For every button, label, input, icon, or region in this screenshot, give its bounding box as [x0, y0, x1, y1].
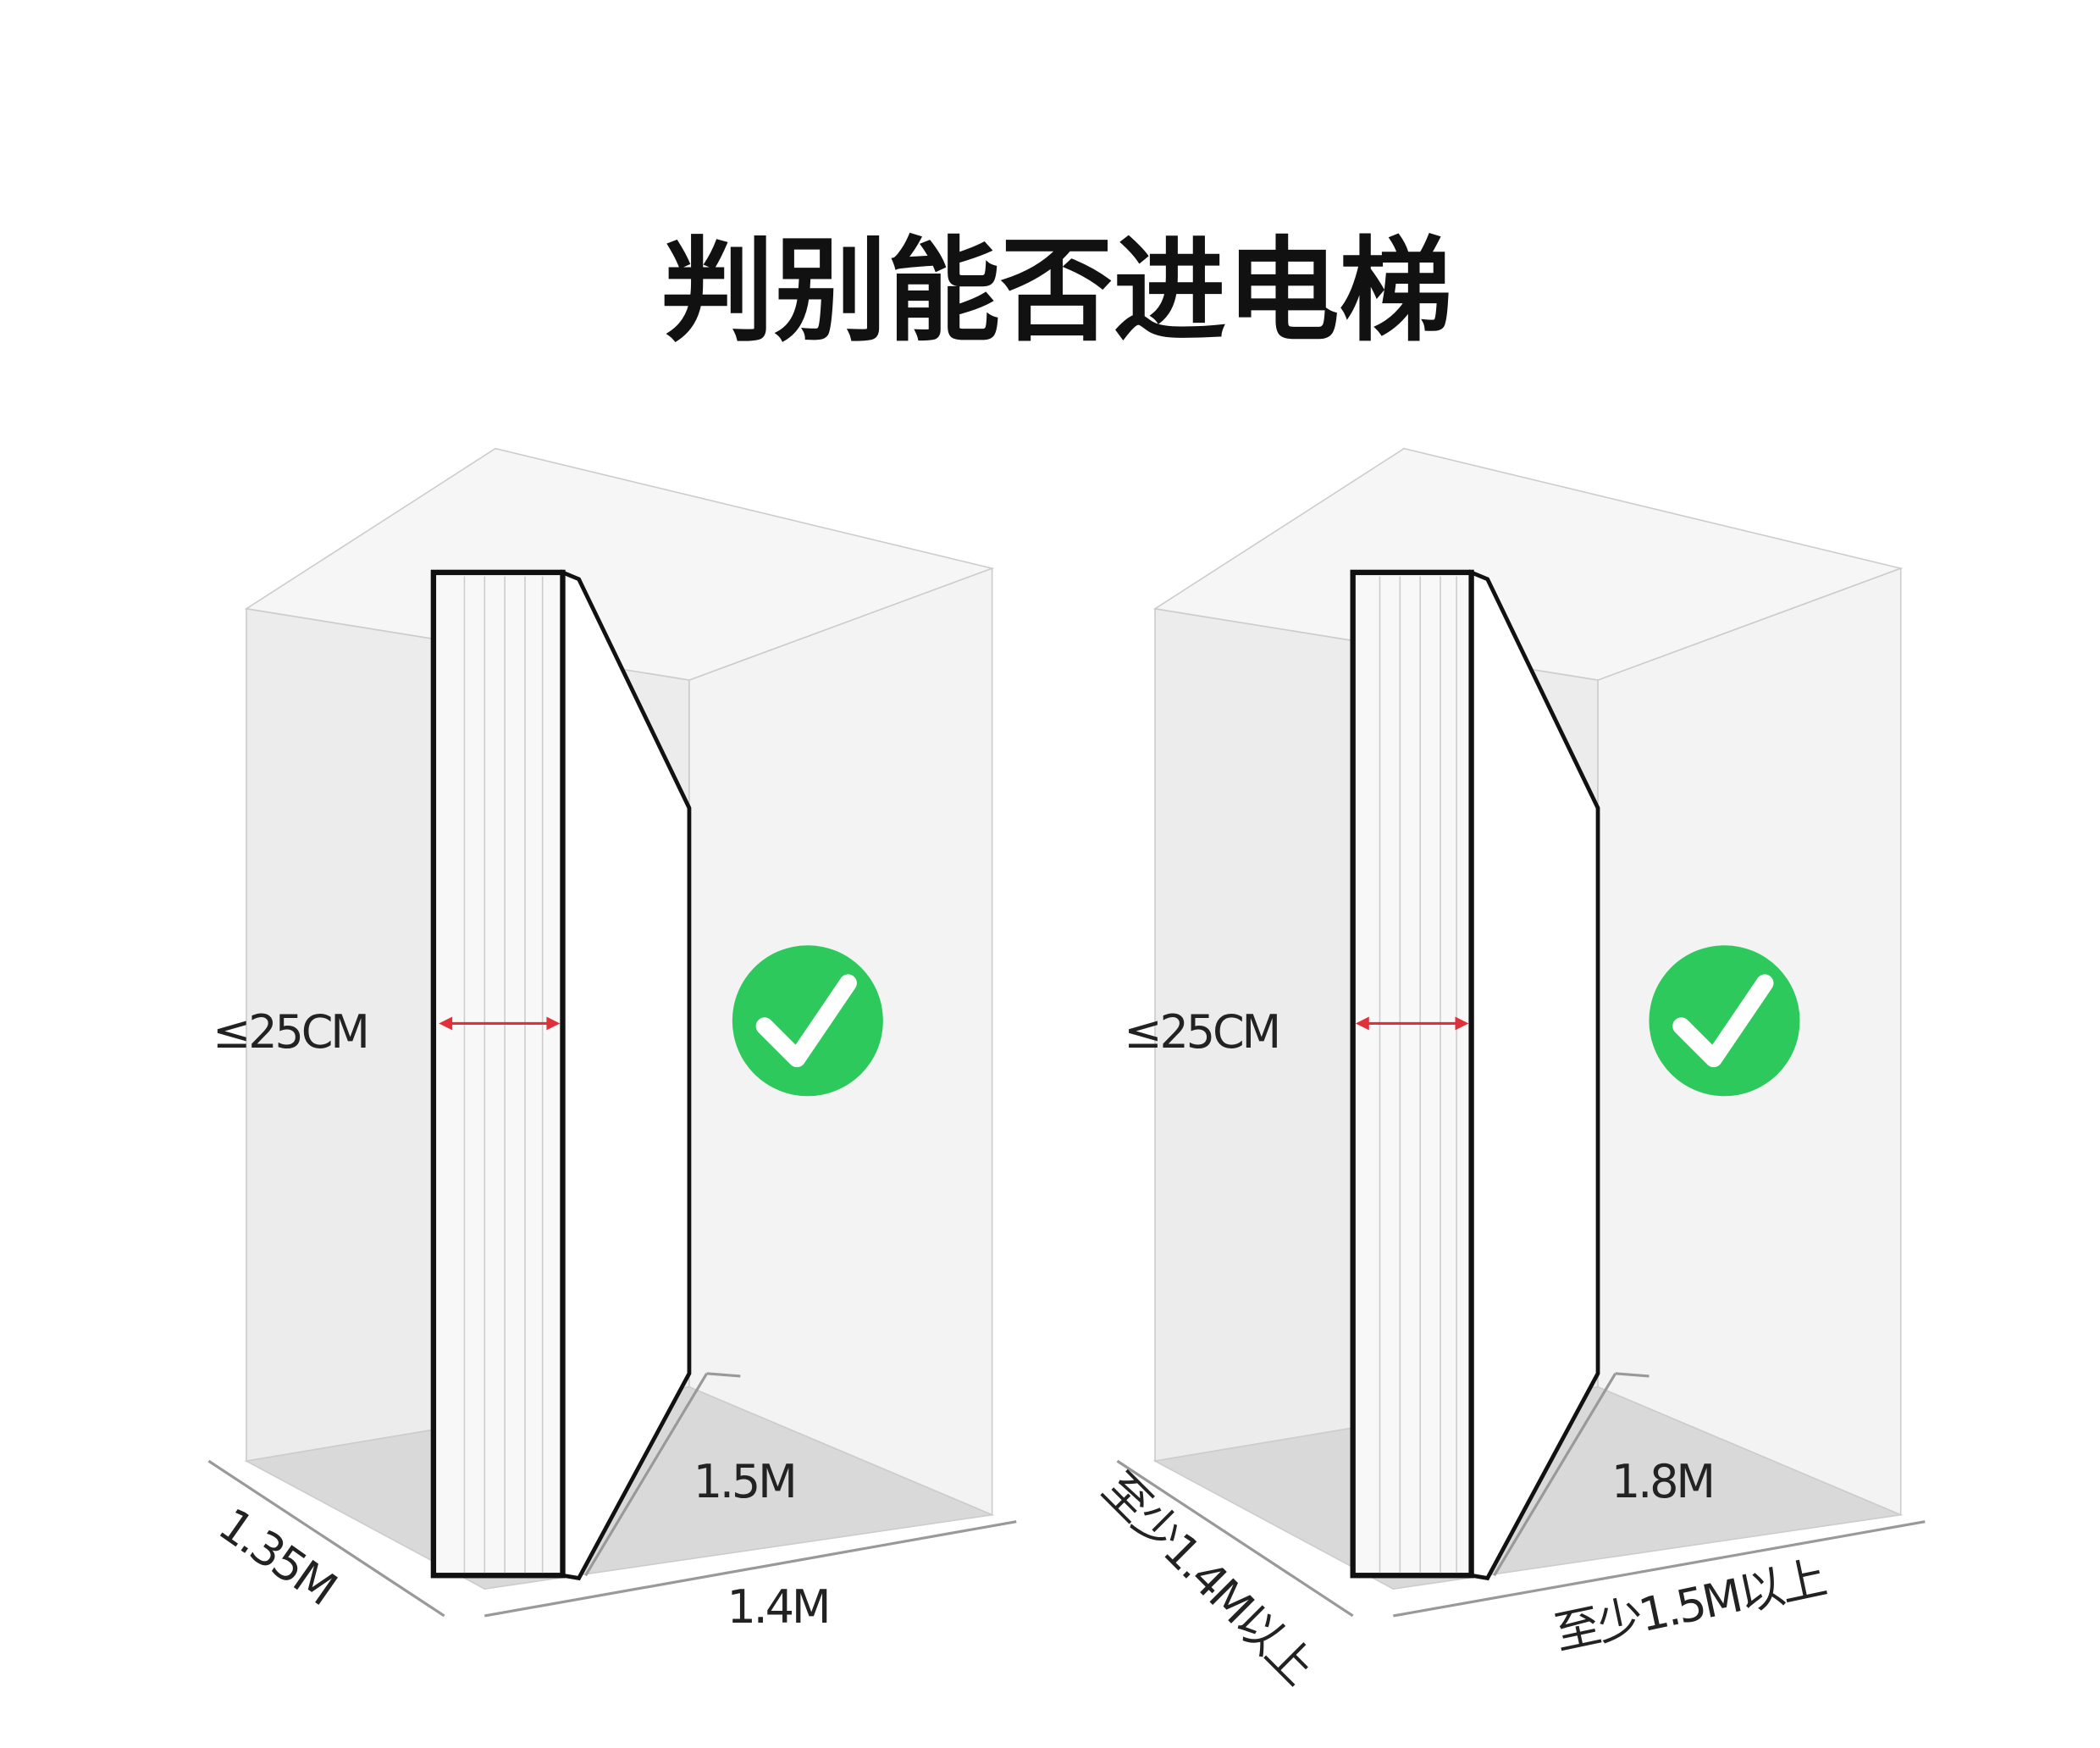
check-icon: [732, 945, 883, 1097]
mattress: [430, 569, 692, 1581]
elevator-panel-1: ≤25CM 1.5M 1.4M 1.35M: [207, 447, 1017, 1634]
diagonal-label: 1.5M: [694, 1455, 795, 1508]
thickness-arrow: [1355, 1016, 1469, 1031]
thickness-label: ≤25CM: [1124, 1005, 1279, 1059]
diagonal-label: 1.8M: [1611, 1455, 1713, 1508]
elevator-panel-2: ≤25CM 1.8M 至少1.5M以上 至少1.4M以上: [1092, 447, 1926, 1694]
thickness-arrow: [439, 1016, 561, 1031]
check-icon: [1649, 945, 1800, 1097]
width-label: 1.4M: [727, 1580, 828, 1634]
page-title: 判别能否进电梯: [661, 226, 1453, 357]
mattress: [1350, 569, 1600, 1581]
thickness-label: ≤25CM: [213, 1005, 368, 1059]
width-label: 至少1.5M以上: [1550, 1551, 1830, 1660]
depth-label: 1.35M: [209, 1497, 345, 1614]
